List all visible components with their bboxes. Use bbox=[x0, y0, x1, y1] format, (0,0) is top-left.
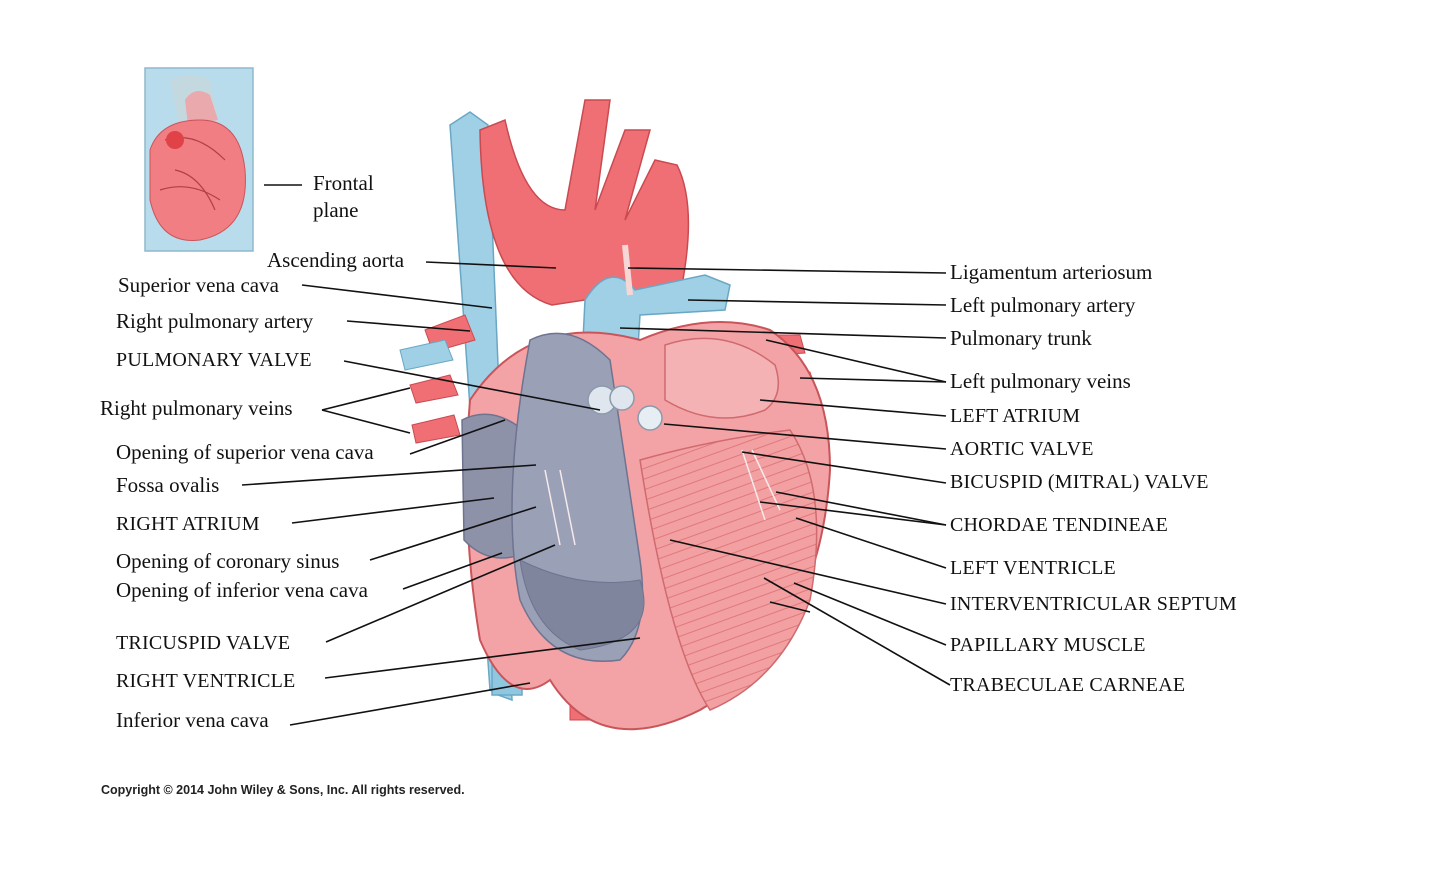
label-opening-coronary-sinus: Opening of coronary sinus bbox=[116, 549, 340, 573]
leader-lines bbox=[241, 184, 951, 726]
label-left-pulmonary-veins: Left pulmonary veins bbox=[950, 369, 1131, 393]
label-tricuspid-valve: TRICUSPID VALVE bbox=[116, 632, 291, 654]
label-right-pulmonary-artery: Right pulmonary artery bbox=[116, 309, 314, 333]
label-pulmonary-trunk: Pulmonary trunk bbox=[950, 326, 1092, 350]
label-bicuspid-valve: BICUSPID (MITRAL) VALVE bbox=[950, 471, 1209, 493]
label-interventricular-septum: INTERVENTRICULAR SEPTUM bbox=[950, 593, 1237, 615]
label-trabeculae-carneae: TRABECULAE CARNEAE bbox=[950, 674, 1186, 696]
label-aortic-valve: AORTIC VALVE bbox=[950, 438, 1094, 460]
inset-frontal-plane bbox=[144, 67, 254, 252]
copyright-notice: Copyright © 2014 John Wiley & Sons, Inc.… bbox=[101, 783, 465, 797]
label-pulmonary-valve: PULMONARY VALVE bbox=[116, 349, 312, 371]
label-chordae-tendineae: CHORDAE TENDINEAE bbox=[950, 514, 1169, 536]
label-left-ventricle: LEFT VENTRICLE bbox=[950, 557, 1116, 579]
heart-body bbox=[461, 321, 832, 731]
label-left-pulmonary-artery: Left pulmonary artery bbox=[950, 293, 1136, 317]
label-right-pulmonary-veins: Right pulmonary veins bbox=[100, 396, 293, 420]
label-ligamentum-arteriosum: Ligamentum arteriosum bbox=[950, 260, 1153, 284]
label-right-ventricle: RIGHT VENTRICLE bbox=[116, 670, 296, 692]
label-superior-vena-cava: Superior vena cava bbox=[118, 273, 279, 297]
label-opening-superior-vena-cava: Opening of superior vena cava bbox=[116, 440, 374, 464]
label-fossa-ovalis: Fossa ovalis bbox=[116, 473, 220, 497]
label-papillary-muscle: PAPILLARY MUSCLE bbox=[950, 634, 1146, 656]
label-opening-inferior-vena-cava: Opening of inferior vena cava bbox=[116, 578, 368, 602]
label-right-atrium: RIGHT ATRIUM bbox=[116, 513, 260, 535]
inset-caption-line2: plane bbox=[313, 198, 359, 222]
inset-caption-line1: Frontal bbox=[313, 171, 374, 195]
label-inferior-vena-cava: Inferior vena cava bbox=[116, 708, 269, 732]
label-left-atrium: LEFT ATRIUM bbox=[950, 405, 1081, 427]
label-ascending-aorta: Ascending aorta bbox=[267, 248, 405, 272]
